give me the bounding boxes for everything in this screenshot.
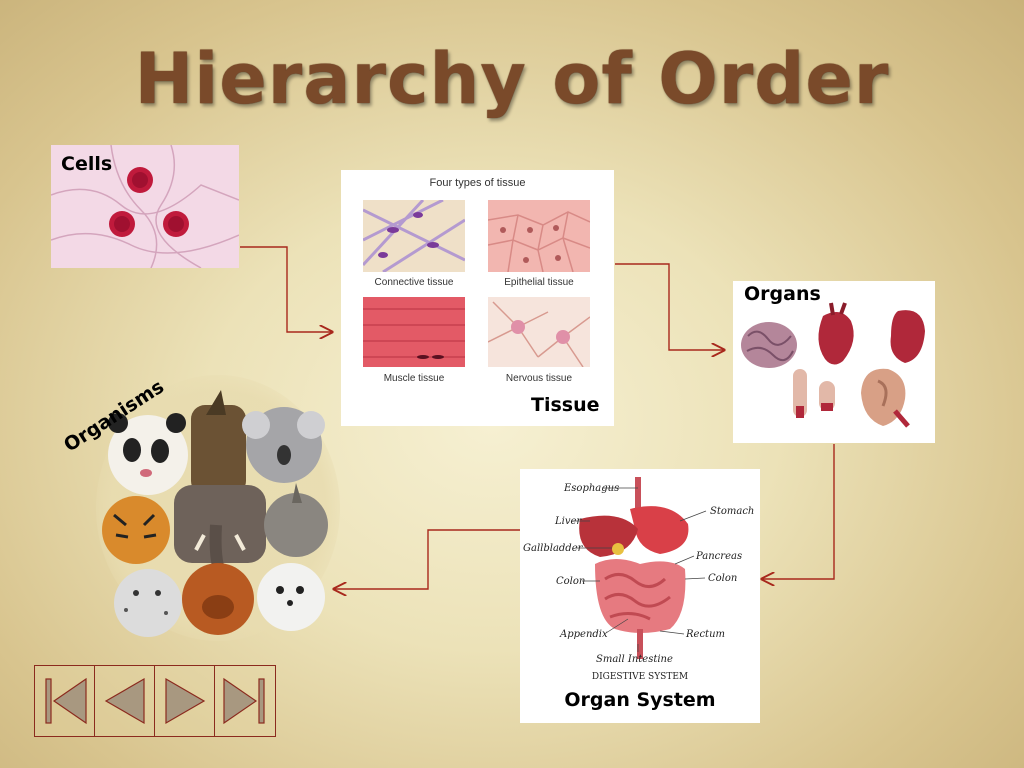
tissue-type-label: Nervous tissue <box>505 373 573 384</box>
cells-panel: Cells <box>51 145 239 268</box>
label-esophagus: Esophagus <box>563 483 619 494</box>
label-colon-left: Colon <box>556 576 585 587</box>
koala-icon <box>242 407 325 483</box>
arrow-system-to-organisms <box>334 529 520 589</box>
previous-arrow-icon <box>104 677 145 725</box>
tissue-heading: Four types of tissue <box>429 177 526 189</box>
tissue-label: Tissue <box>531 394 600 416</box>
elephant-icon <box>174 485 266 578</box>
orangutan-icon <box>182 563 254 635</box>
first-slide-button[interactable] <box>35 666 95 736</box>
tissue-type-label: Connective tissue <box>374 277 454 288</box>
tiger-icon <box>102 496 170 564</box>
organisms-collage <box>96 375 340 641</box>
organ-system-label: Organ System <box>564 689 716 711</box>
digestive-system-image: Esophagus Stomach Liver Gallbladder Panc… <box>523 477 754 665</box>
brain-icon <box>741 322 797 368</box>
label-gallbladder: Gallbladder <box>523 543 584 554</box>
seal-pup-icon <box>257 563 325 631</box>
rhino-icon <box>264 483 328 557</box>
ear-icon <box>861 368 910 428</box>
arrow-cells-to-tissue <box>240 246 332 332</box>
skip-back-icon <box>44 677 87 725</box>
label-liver: Liver <box>554 516 582 527</box>
nervous-tissue-image <box>488 297 590 367</box>
digestive-system-caption: DIGESTIVE SYSTEM <box>591 672 689 682</box>
organs-image <box>741 302 925 428</box>
tissue-panel: Four types of tissue Connective tissue E… <box>341 170 614 426</box>
arrow-organs-to-system <box>762 444 835 579</box>
label-colon-right: Colon <box>708 573 737 584</box>
previous-slide-button[interactable] <box>95 666 155 736</box>
epithelial-tissue-image <box>488 200 590 272</box>
spleen-icon <box>890 310 925 363</box>
label-pancreas: Pancreas <box>695 551 742 562</box>
snow-leopard-icon <box>114 569 182 637</box>
cells-label: Cells <box>61 153 113 175</box>
organisms-image <box>96 375 340 641</box>
last-slide-button[interactable] <box>215 666 275 736</box>
label-small-intestine: Small Intestine <box>596 654 673 665</box>
organs-panel: Organs <box>733 281 935 443</box>
page-title: Hierarchy of Order <box>134 38 890 120</box>
panda-icon <box>108 413 188 495</box>
finger-icon <box>793 369 807 418</box>
skip-forward-icon <box>223 677 265 725</box>
next-slide-button[interactable] <box>155 666 215 736</box>
organs-label: Organs <box>744 283 821 305</box>
tissue-type-label: Muscle tissue <box>383 373 445 384</box>
label-stomach: Stomach <box>710 506 754 517</box>
slide-navigation <box>34 665 276 737</box>
organ-system-panel: Esophagus Stomach Liver Gallbladder Panc… <box>520 469 760 723</box>
cells-image <box>51 145 239 268</box>
muscle-tissue-image <box>363 297 465 367</box>
next-arrow-icon <box>164 677 205 725</box>
label-appendix: Appendix <box>559 629 608 640</box>
wolf-icon <box>191 390 246 495</box>
tissue-type-label: Epithelial tissue <box>504 277 574 288</box>
label-rectum: Rectum <box>685 629 725 640</box>
arrow-tissue-to-organs <box>615 263 724 350</box>
connective-tissue-image <box>363 200 465 272</box>
toe-icon <box>819 381 835 411</box>
heart-icon <box>818 302 854 365</box>
